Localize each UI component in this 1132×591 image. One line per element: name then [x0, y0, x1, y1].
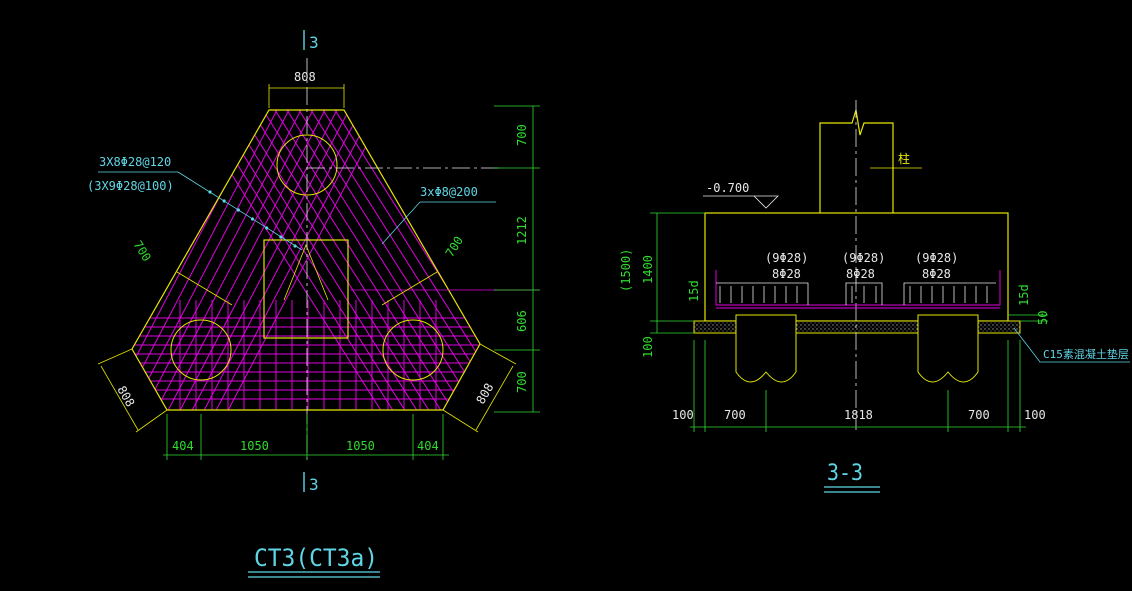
pile-right-section: [917, 314, 979, 383]
hook-left-label: 15d: [687, 280, 701, 302]
section-mark-bottom: 3: [309, 475, 319, 494]
dim-right-4: 700: [515, 371, 529, 393]
rebar-line: [132, 110, 203, 410]
dim-bottom-2: 1050: [240, 439, 269, 453]
rebar-line: [239, 110, 471, 410]
pile-right: [382, 319, 444, 381]
rebar-line: [347, 110, 480, 410]
top-width-label: 808: [294, 70, 316, 84]
pile-left-section: [735, 314, 797, 383]
leader-tick: [293, 244, 297, 248]
pile-top: [276, 134, 338, 196]
dim-section-left: [650, 212, 705, 334]
rebar-main-label: 3X8Φ28@120: [99, 155, 171, 169]
rebar-line: [132, 110, 191, 410]
dim-right-1: 700: [515, 124, 529, 146]
dim-corner-left: [97, 348, 168, 433]
leader-tick-marks: [208, 190, 297, 248]
height-alt-label: (1500): [619, 249, 633, 292]
dim-right-2: 1212: [515, 216, 529, 245]
rebar-line: [251, 110, 480, 410]
dim-corner-right: [442, 343, 517, 433]
column-section: [819, 109, 894, 213]
cap-outline: [131, 109, 481, 411]
rebar-main-alt-label: (3X9Φ28@100): [87, 179, 174, 193]
elevation-marker: [703, 195, 779, 209]
rebar-line: [132, 110, 251, 410]
bar-group-3-bottom: 8Φ28: [922, 267, 951, 281]
rebar-line: [132, 110, 275, 410]
rebar-line: [132, 110, 311, 410]
pad-note-leader: [1013, 327, 1130, 363]
bar-group-2-top: (9Φ28): [842, 251, 885, 265]
dim-bottom-3: 1050: [346, 439, 375, 453]
rebar-line: [335, 110, 480, 410]
dim-bottom-chain: [163, 414, 449, 460]
corner-left-label: 808: [114, 384, 137, 410]
elevation-label: -0.700: [706, 181, 749, 195]
plan-title: CT3(CT3a): [254, 544, 378, 572]
sec-dim-4: 700: [968, 408, 990, 422]
section-rebar: [715, 270, 1001, 309]
section-view: 柱 -0.700 (9Φ28) 8Φ28 (9Φ28) 8Φ28 (9Φ28) …: [619, 100, 1130, 493]
bar-group-1-bottom: 8Φ28: [772, 267, 801, 281]
rebar-line: [132, 110, 323, 410]
dim-right-chain: [494, 105, 540, 413]
column-label: 柱: [898, 151, 910, 166]
dim-side-right-line: [381, 271, 438, 306]
leader-tick: [236, 208, 240, 212]
rebar-line: [359, 110, 480, 410]
dim-side-left: 700: [130, 238, 153, 264]
pile-left: [170, 319, 232, 381]
cover-label: 50: [1036, 311, 1050, 325]
plan-view: 3 3 808 700 1212 606 700: [87, 30, 540, 578]
section-bar-ticks: [719, 286, 988, 303]
leader-tick: [222, 199, 226, 203]
sec-dim-3: 1818: [844, 408, 873, 422]
rebar-line: [383, 110, 480, 410]
sec-dim-2: 700: [724, 408, 746, 422]
rebar-line: [275, 110, 480, 410]
dim-bottom-1: 404: [172, 439, 194, 453]
leader-tick: [279, 235, 283, 239]
rebar-line: [311, 110, 480, 410]
column-outline: [263, 239, 349, 339]
height-label: 1400: [641, 255, 655, 284]
sec-dim-5: 100: [1024, 408, 1046, 422]
bar-group-3-top: (9Φ28): [915, 251, 958, 265]
hook-right-label: 15d: [1017, 284, 1031, 306]
pad-thickness-label: 100: [641, 336, 655, 358]
section-mark-top: 3: [309, 33, 319, 52]
rebar-line: [299, 110, 480, 410]
dim-bottom-4: 404: [417, 439, 439, 453]
rebar-line: [132, 110, 263, 410]
dim-section-bottom: [690, 340, 1026, 432]
sec-dim-1: 100: [672, 408, 694, 422]
bar-group-brackets: [716, 282, 996, 305]
section-title: 3-3: [827, 461, 863, 486]
dim-right-3: 606: [515, 310, 529, 332]
rebar-line: [143, 110, 335, 410]
dim-cover: [1008, 314, 1048, 322]
leader-tick: [250, 217, 255, 221]
dim-top-width: [268, 84, 345, 108]
bar-group-1-top: (9Φ28): [765, 251, 808, 265]
rebar-line: [215, 110, 447, 410]
dim-side-left-line: [176, 271, 233, 306]
column-cross: [283, 243, 329, 301]
dim-side-right: 700: [443, 234, 466, 260]
rebar-line: [132, 110, 239, 410]
pad-note: C15素混凝土垫层: [1043, 347, 1129, 361]
leader-tick: [265, 226, 269, 230]
rebar-line: [132, 110, 215, 410]
leader-tick: [208, 190, 212, 194]
bar-group-2-bottom: 8Φ28: [846, 267, 875, 281]
corner-right-label: 808: [473, 381, 496, 407]
rebar-secondary-label: 3xΦ8@200: [420, 185, 478, 199]
leader-secondary-rebar: [381, 201, 496, 245]
